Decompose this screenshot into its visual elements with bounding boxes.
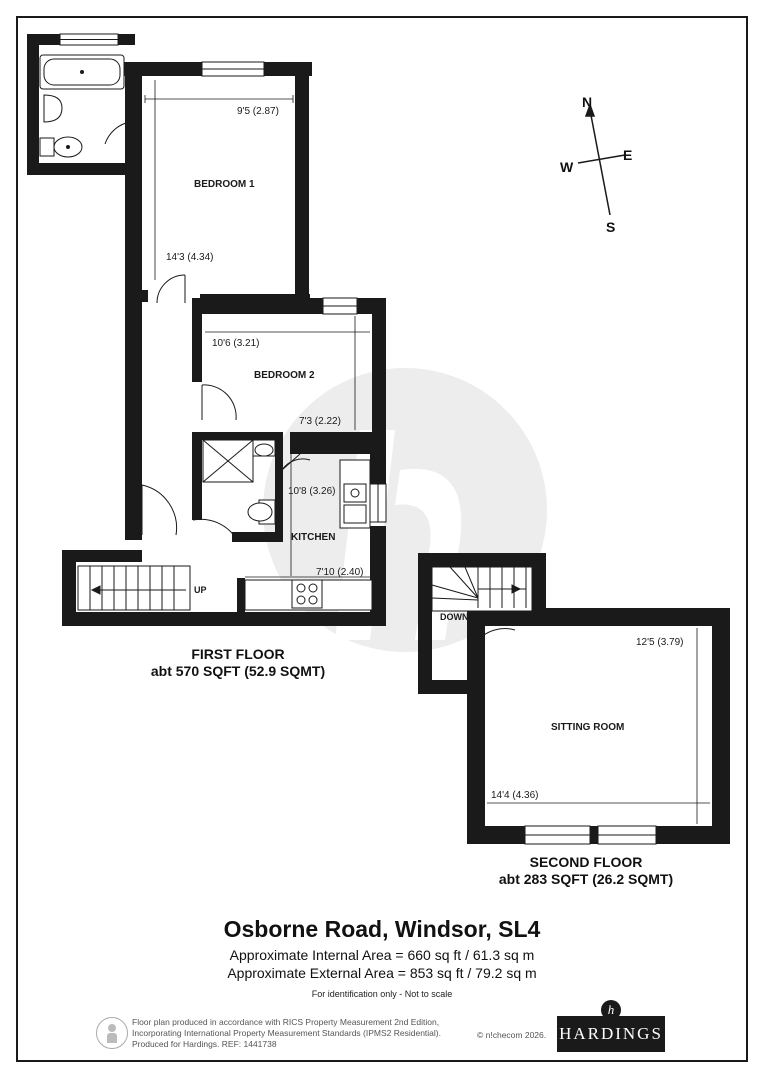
second-floor-plan [418, 553, 730, 845]
page-frame [16, 16, 748, 1062]
second-floor-area: abt 283 SQFT (26.2 SQMT) [499, 871, 673, 887]
first-floor-title: FIRST FLOOR [191, 646, 284, 662]
footer-note: Floor plan produced in accordance with R… [132, 1017, 492, 1050]
footer-line-2: Incorporating International Property Mea… [132, 1028, 441, 1038]
first-floor-area: abt 570 SQFT (52.9 SQMT) [151, 663, 325, 679]
second-floor-title: SECOND FLOOR [530, 854, 643, 870]
brand-name: HARDINGS [557, 1016, 665, 1052]
person-badge-icon [96, 1017, 128, 1049]
dim-kitchen-width: 7'10 (2.40) [316, 567, 364, 578]
compass-north: N [582, 94, 592, 110]
compass [577, 102, 626, 216]
room-label-sitting: SITTING ROOM [551, 722, 624, 733]
dim-sitting-width: 14'4 (4.36) [491, 790, 539, 801]
room-label-kitchen: KITCHEN [291, 532, 335, 543]
footer-line-3: Produced for Hardings. REF: 1441738 [132, 1039, 277, 1049]
property-address: Osborne Road, Windsor, SL4 [223, 916, 541, 942]
copyright: © n!checom 2026. [477, 1030, 547, 1040]
compass-west: W [560, 159, 574, 175]
dim-kitchen-length: 10'8 (3.26) [288, 486, 336, 497]
dim-sitting-length: 12'5 (3.79) [636, 637, 684, 648]
brand-logo: h HARDINGS [557, 1000, 665, 1052]
dim-bedroom1-length: 14'3 (4.34) [166, 252, 214, 263]
dim-bedroom2-length: 7'3 (2.22) [299, 416, 341, 427]
internal-area: Approximate Internal Area = 660 sq ft / … [229, 947, 535, 963]
identification-note: For identification only - Not to scale [311, 989, 453, 999]
compass-east: E [623, 147, 632, 163]
room-label-bedroom2: BEDROOM 2 [254, 370, 315, 381]
compass-south: S [606, 219, 615, 235]
dim-bedroom1-width: 9'5 (2.87) [237, 106, 279, 117]
room-label-bedroom1: BEDROOM 1 [194, 179, 255, 190]
external-area: Approximate External Area = 853 sq ft / … [227, 965, 537, 981]
brand-mark-icon: h [601, 1000, 621, 1020]
stairs-down-label: DOWN [440, 612, 469, 622]
stairs-up-label: UP [194, 585, 207, 595]
dim-bedroom2-width: 10'6 (3.21) [212, 338, 260, 349]
floor-plan-drawing: N E S W BEDROOM 1 9'5 (2.87) 14'3 (4.34)… [27, 33, 730, 887]
footer-line-1: Floor plan produced in accordance with R… [132, 1017, 440, 1027]
first-floor-plan [27, 33, 387, 626]
